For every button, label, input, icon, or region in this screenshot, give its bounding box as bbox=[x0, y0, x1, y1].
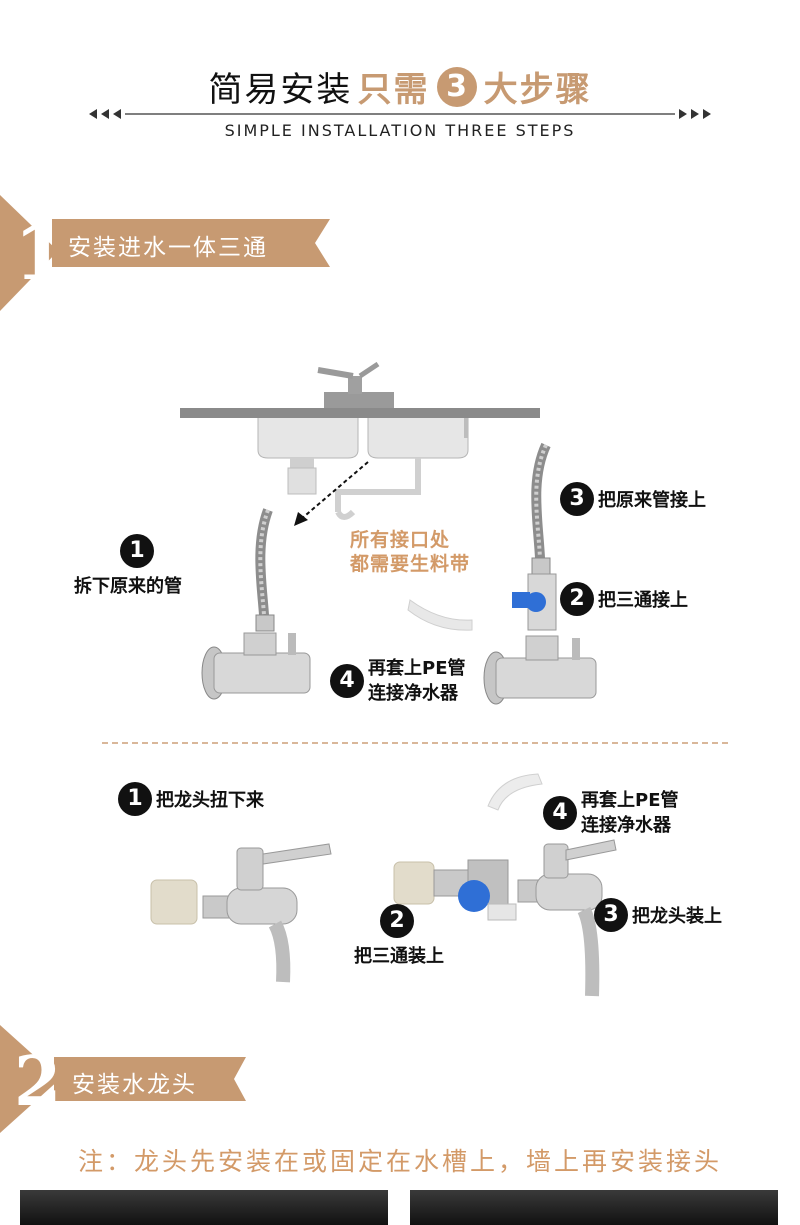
section-1-banner-shape bbox=[0, 195, 330, 311]
step-4-line-1: 再套上PE管 bbox=[368, 658, 466, 679]
faucet-step-2-badge: 2 bbox=[380, 904, 414, 938]
faucet-step-1-text: 把龙头扭下来 bbox=[156, 790, 264, 811]
faucet-tee-illustration bbox=[393, 773, 617, 997]
section-1-banner: 1 安装进水一体三通 bbox=[0, 195, 340, 315]
page-title: 简易安装 只需 3 大步骤 bbox=[0, 62, 800, 114]
faucet-step-2: 2 把三通装上 bbox=[354, 904, 444, 968]
title-number-badge: 3 bbox=[436, 66, 477, 107]
section-2-note: 注：龙头先安装在或固定在水槽上，墙上再安装接头 bbox=[77, 1147, 722, 1176]
right-angle-valve-illustration bbox=[483, 442, 597, 705]
photo-right bbox=[410, 1190, 778, 1225]
faucet-step-4-badge: 4 bbox=[543, 796, 577, 830]
title-part-2: 只需 bbox=[357, 70, 430, 110]
step-1-text: 拆下原来的管 bbox=[74, 576, 182, 597]
faucet-step-1-badge: 1 bbox=[118, 782, 152, 816]
step-3-text: 把原来管接上 bbox=[598, 490, 706, 511]
step-2-text: 把三通接上 bbox=[598, 590, 688, 611]
photo-left bbox=[20, 1190, 388, 1225]
faucet-step-2-text: 把三通装上 bbox=[354, 946, 444, 967]
step-3-badge: 3 bbox=[560, 482, 594, 516]
faucet-step-3-badge: 3 bbox=[594, 898, 628, 932]
title-arrow-divider bbox=[89, 109, 711, 119]
angle-step-1: 1 拆下原来的管 bbox=[72, 534, 182, 598]
section-1-label: 安装进水一体三通 bbox=[68, 235, 268, 261]
title-part-1: 简易安装 bbox=[208, 70, 353, 110]
title-part-3: 大步骤 bbox=[483, 70, 592, 110]
faucet-step-4-line-1: 再套上PE管 bbox=[581, 790, 679, 811]
section-2-banner: 2 安装水龙头 bbox=[0, 1025, 340, 1135]
page-subtitle: SIMPLE INSTALLATION THREE STEPS bbox=[224, 121, 576, 140]
left-angle-valve-illustration bbox=[201, 508, 311, 700]
step-4-line-2: 连接净水器 bbox=[368, 683, 458, 704]
tape-note-line-2: 都需要生料带 bbox=[350, 553, 471, 575]
section-2-number: 2 bbox=[14, 1042, 62, 1122]
faucet-step-3-text: 把龙头装上 bbox=[632, 906, 722, 927]
faucet-step-3: 3 把龙头装上 bbox=[594, 898, 722, 932]
step-1-badge: 1 bbox=[120, 534, 154, 568]
angle-step-3: 3 把原来管接上 bbox=[560, 482, 706, 516]
section-1-number: 1 bbox=[14, 208, 67, 297]
angle-step-2: 2 把三通接上 bbox=[560, 582, 688, 616]
faucet-removal-illustration bbox=[150, 843, 332, 983]
section-2-label: 安装水龙头 bbox=[72, 1072, 197, 1098]
faucet-step-1: 1 把龙头扭下来 bbox=[118, 782, 264, 816]
step-4-badge: 4 bbox=[330, 664, 364, 698]
section-2-banner-shape bbox=[0, 1025, 246, 1133]
sink-illustration bbox=[180, 362, 540, 526]
tape-note-line-1: 所有接口处 bbox=[350, 529, 451, 551]
teflon-tape-illustration bbox=[407, 599, 473, 631]
faucet-step-4-line-2: 连接净水器 bbox=[581, 815, 671, 836]
faucet-step-4-text: 再套上PE管 连接净水器 bbox=[581, 788, 679, 838]
faucet-step-4: 4 再套上PE管 连接净水器 bbox=[543, 788, 679, 838]
angle-step-4: 4 再套上PE管 连接净水器 bbox=[330, 656, 466, 706]
step-2-badge: 2 bbox=[560, 582, 594, 616]
section-divider bbox=[102, 742, 728, 744]
step-4-text: 再套上PE管 连接净水器 bbox=[368, 656, 466, 706]
teflon-tape-note: 所有接口处 都需要生料带 bbox=[350, 528, 470, 576]
